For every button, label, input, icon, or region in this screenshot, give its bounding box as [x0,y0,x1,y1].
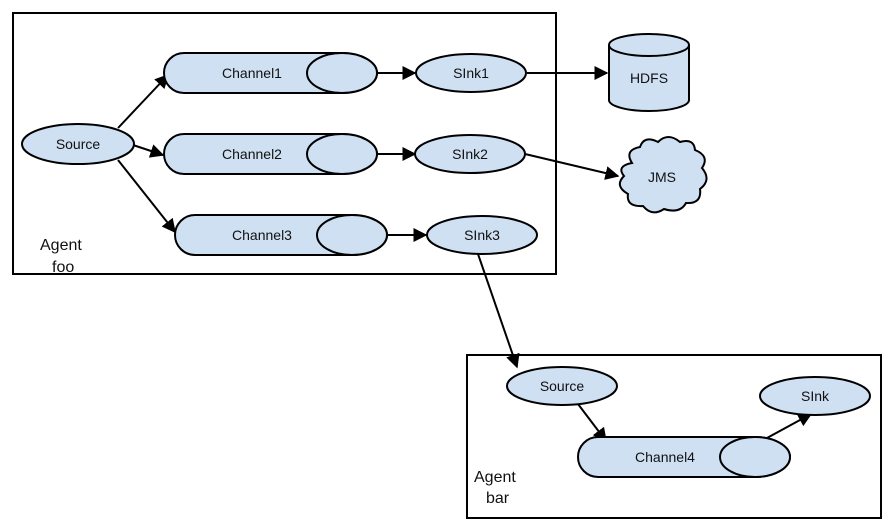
edge-source-channel3 [117,159,176,234]
edge-source-channel1 [117,73,169,129]
channel2-label: Channel2 [222,146,282,162]
channel4-node: Channel4 [577,436,791,478]
sink3-shape [426,215,538,255]
edge-source-channel2 [132,144,165,158]
channel1-end [306,52,378,94]
channel3-node: Channel3 [174,214,388,256]
channel4-end [719,436,791,478]
edges [117,66,813,443]
agent-foo-label: Agent foo [40,237,86,276]
hdfs-cylinder-top [608,33,690,57]
bar-sink-shape [759,376,871,416]
bar-sink-node: SInk [759,376,871,416]
hdfs-cylinder: HDFS [608,33,690,112]
bar-source-node: Source [506,366,618,406]
agent-bar-label-line1: Agent [474,469,516,486]
agent-bar-label: Agent bar [474,469,520,507]
bar-source-shape [506,366,618,406]
sink3-label: SInk3 [464,227,500,243]
sink1-node: SInk1 [415,53,527,93]
channel1-node: Channel1 [163,52,378,94]
foo-source-label: Source [56,136,101,152]
foo-source-shape [21,123,135,165]
edge-bar-source-channel4 [577,403,607,443]
sink1-shape [415,53,527,93]
sink1-label: SInk1 [453,65,489,81]
sink2-label: SInk2 [452,146,488,162]
sink2-node: SInk2 [414,134,526,174]
edge-channel4-bar-sink [766,413,813,439]
edge-sink2-jms [524,153,620,180]
edge-sink3-bar-source [477,253,520,369]
bar-sink-label: SInk [801,388,830,404]
hdfs-label: HDFS [630,70,668,86]
agent-bar-label-line2: bar [486,490,510,507]
foo-source-node: Source [21,123,135,165]
sink3-node: SInk3 [426,215,538,255]
jms-label: JMS [648,169,676,185]
channel2-node: Channel2 [163,133,378,175]
agent-foo-box [12,12,557,275]
hdfs-cylinder-body [608,45,690,112]
jms-cloud-shape [618,136,708,214]
channel2-end [306,133,378,175]
channel3-end [316,214,388,256]
channel4-label: Channel4 [635,449,695,465]
channel1-label: Channel1 [222,65,282,81]
sink2-shape [414,134,526,174]
agent-bar-box [466,354,882,519]
jms-cloud: JMS [618,136,708,214]
bar-source-label: Source [540,378,585,394]
agent-foo-label-line2: foo [52,259,74,276]
agent-foo-label-line1: Agent [40,237,82,254]
channel3-label: Channel3 [232,227,292,243]
